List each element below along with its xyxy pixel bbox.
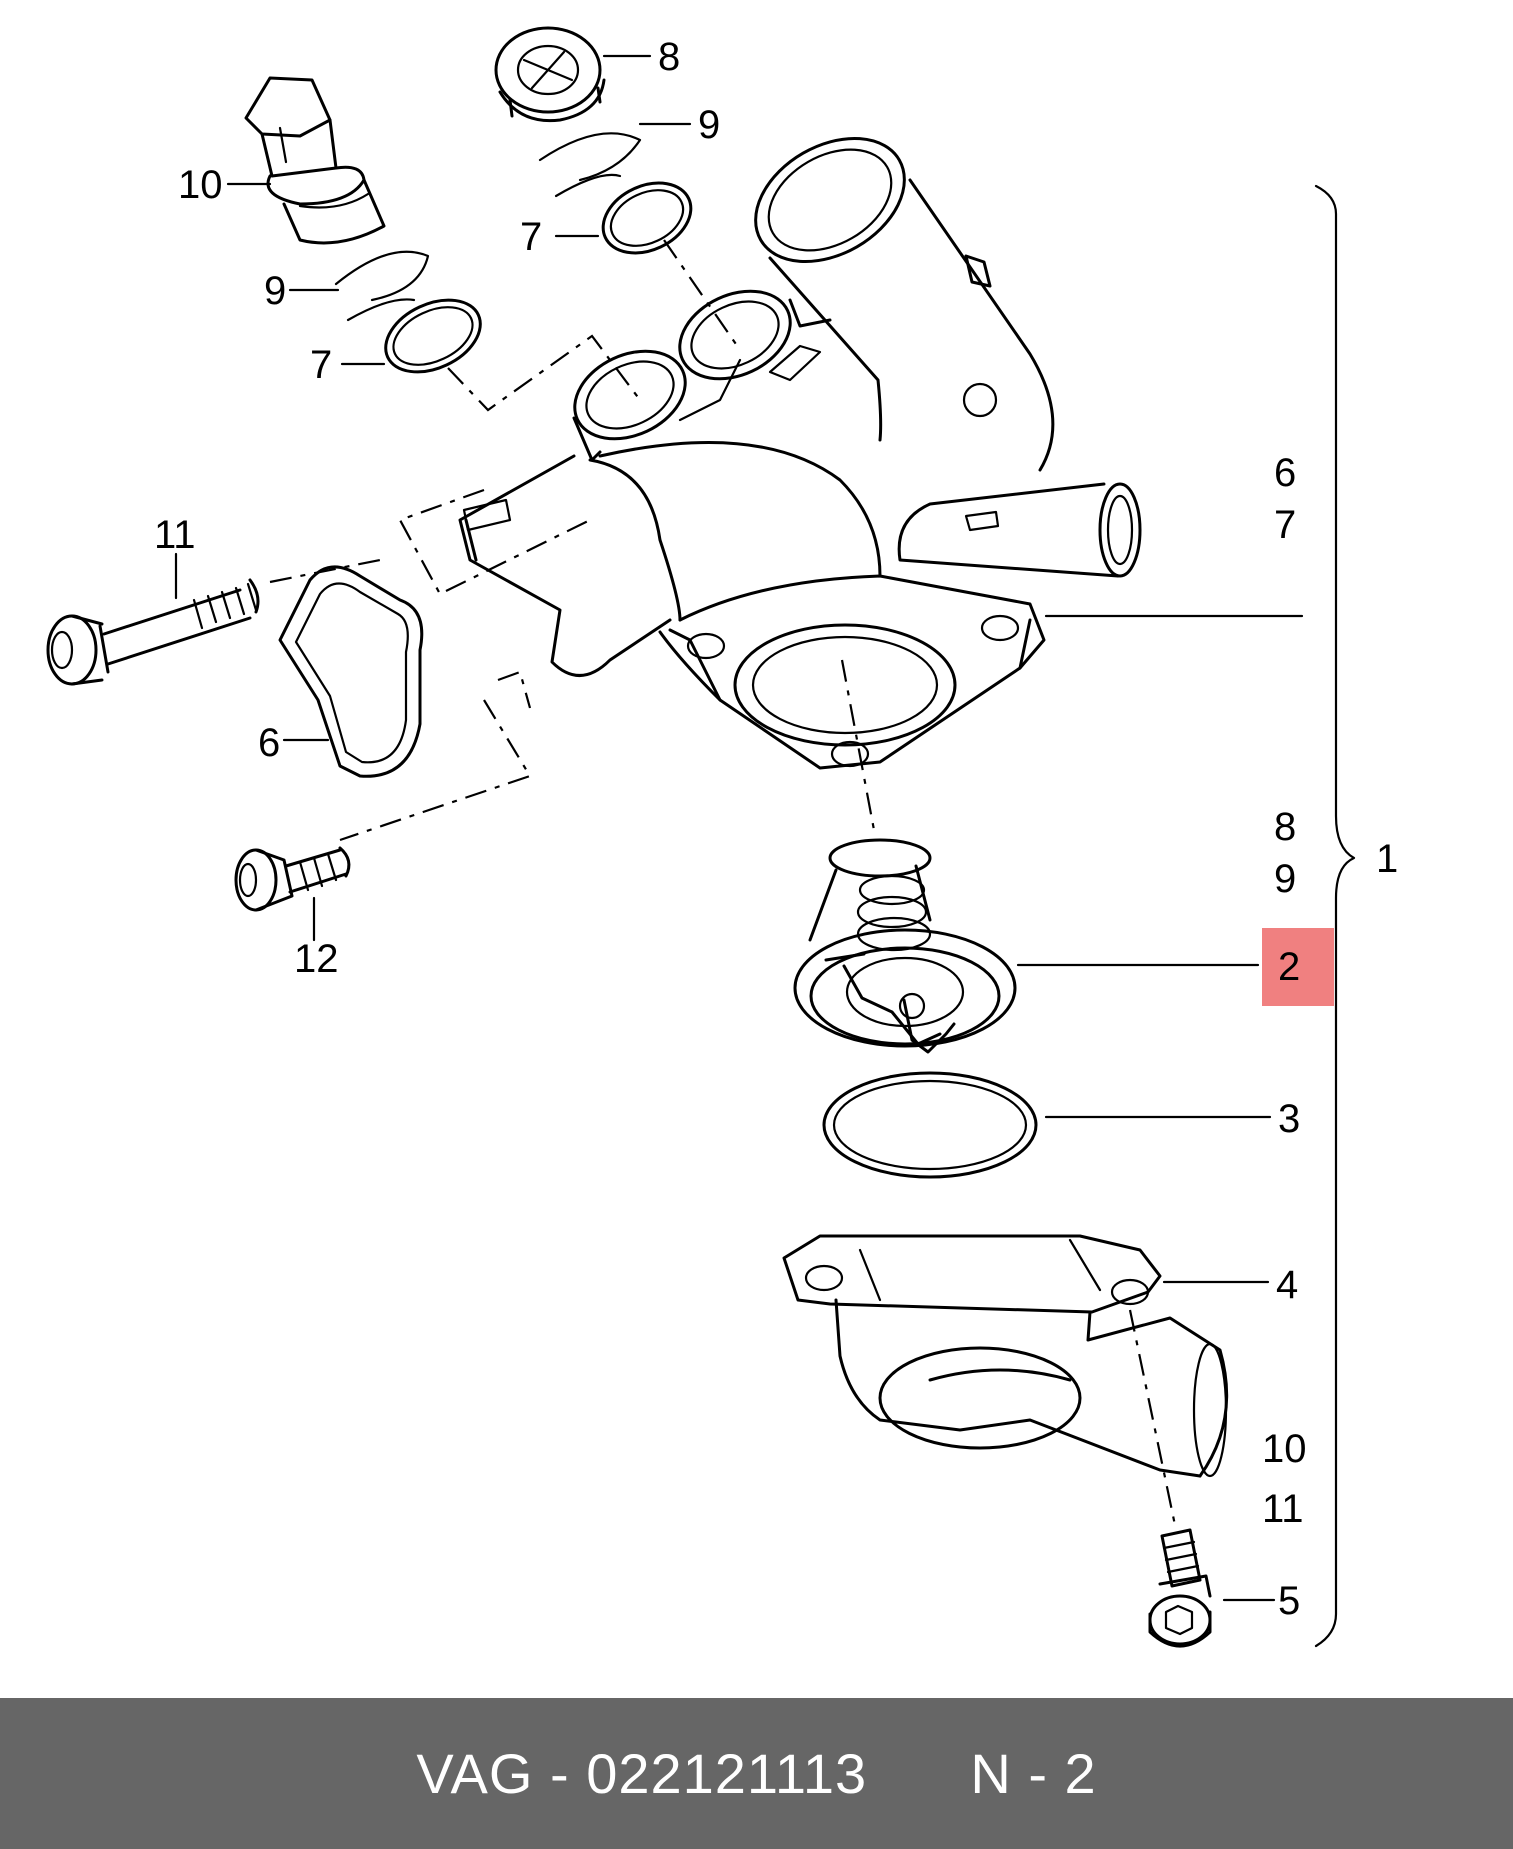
callout-10-right: 10	[1262, 1427, 1307, 1471]
callout-11-right: 11	[1262, 1487, 1304, 1531]
short-bolt-part-12	[234, 846, 351, 912]
lower-flange-elbow-part-4	[782, 1234, 1229, 1478]
callout-7-lower: 7	[310, 343, 332, 387]
callout-8-top: 8	[658, 35, 680, 79]
callout-1-bracket: 1	[1376, 837, 1398, 881]
long-bolt-part-11	[46, 578, 260, 686]
callout-10-left: 10	[178, 163, 223, 207]
callout-7-right: 7	[1274, 503, 1296, 547]
coolant-flange-housing-part-1	[458, 136, 1142, 770]
temperature-sensor-part-10	[244, 76, 386, 245]
callout-9-right: 9	[1274, 857, 1296, 901]
callout-4: 4	[1276, 1263, 1298, 1307]
part-number-footer: VAG - 022121113 N - 2	[0, 1698, 1513, 1849]
callout-9-top: 9	[698, 103, 720, 147]
thermostat-part-2	[793, 838, 1017, 1054]
callout-9-mid: 9	[264, 269, 286, 313]
highlight-box-part-2	[1262, 928, 1334, 1006]
callout-7-upper: 7	[520, 215, 542, 259]
position-label: N - 2	[970, 1742, 1097, 1805]
footer-caption: VAG - 022121113 N - 2	[416, 1741, 1096, 1806]
seal-wave-part-9-top	[538, 132, 642, 182]
callout-2-highlight: 2	[1278, 945, 1300, 989]
o-ring-part-7-lower	[384, 298, 482, 374]
callout-8-right: 8	[1274, 805, 1296, 849]
o-ring-part-3	[822, 1071, 1038, 1179]
bolt-part-5	[1148, 1528, 1212, 1648]
gasket-part-6-left	[278, 565, 424, 778]
callout-5: 5	[1278, 1579, 1300, 1623]
callout-12-left: 12	[294, 937, 339, 981]
o-ring-part-7-upper	[601, 181, 693, 255]
seal-wave-part-9-mid	[334, 250, 430, 302]
callout-3: 3	[1278, 1097, 1300, 1141]
brand-label: VAG	[416, 1742, 534, 1805]
callout-6-left: 6	[258, 721, 280, 765]
part-number: 022121113	[586, 1742, 868, 1805]
callout-11-left: 11	[154, 513, 196, 557]
separator: -	[549, 1742, 570, 1805]
bracket-set-1	[1314, 184, 1356, 1648]
callout-6-right: 6	[1274, 451, 1296, 495]
cap-plug-part-8	[494, 26, 606, 123]
parts-diagram: 8 9 7 10 9 7	[46, 26, 1398, 1648]
